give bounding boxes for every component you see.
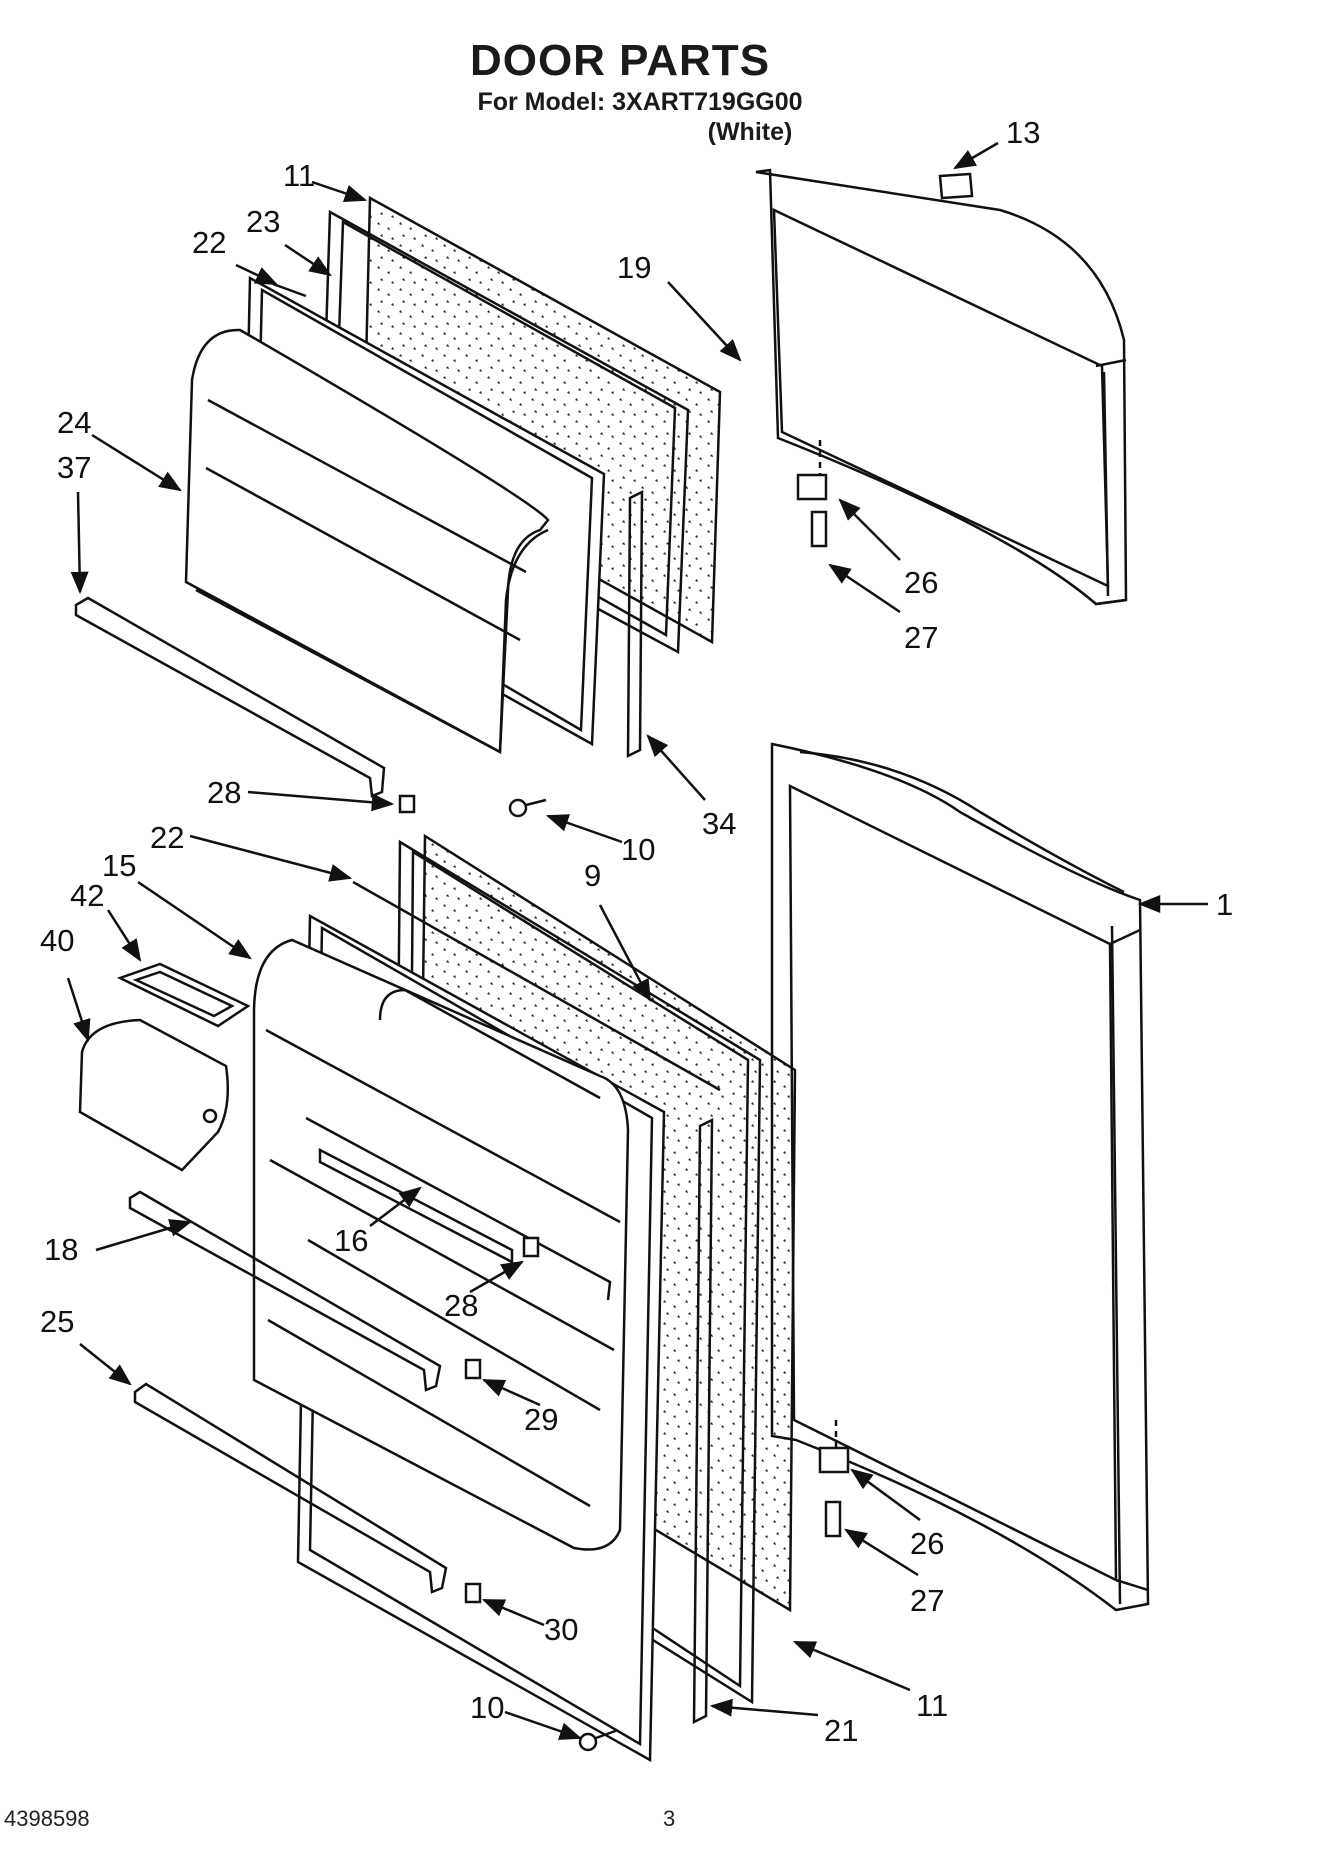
callout-22-top: 22	[192, 225, 227, 260]
clip-30	[464, 1582, 482, 1604]
callout-10-top: 10	[621, 832, 656, 867]
callout-11-bottom: 11	[916, 1688, 949, 1723]
callout-9: 9	[584, 858, 602, 893]
fresh-door-shelving	[252, 938, 630, 1551]
callout-23: 23	[246, 204, 281, 239]
fresh-food-door-assembly	[78, 833, 797, 1763]
document-number: 4398598	[4, 1806, 90, 1831]
callout-1: 1	[1216, 887, 1234, 922]
freezer-breaker-strip	[626, 489, 644, 759]
color-variant: (White)	[707, 118, 793, 146]
freezer-outer-door	[755, 168, 1128, 606]
page-number: 3	[663, 1806, 676, 1831]
callout-34: 34	[702, 806, 737, 841]
callout-26-top: 26	[904, 565, 939, 600]
trim-strip-25	[133, 1382, 448, 1594]
callout-27-top: 27	[904, 620, 939, 655]
callout-24: 24	[57, 405, 92, 440]
callout-28-top: 28	[207, 775, 242, 810]
callout-27-bottom: 27	[910, 1583, 945, 1618]
hinge-26-top	[796, 473, 828, 501]
clip-28-mid	[522, 1236, 540, 1258]
callout-10-bottom: 10	[470, 1690, 505, 1725]
model-line: For Model: 3XART719GG00	[477, 88, 803, 116]
tray-42	[116, 962, 251, 1028]
callout-26-bottom: 26	[910, 1526, 945, 1561]
clip-29	[464, 1358, 482, 1380]
breaker-strip-21	[692, 1117, 714, 1725]
callout-13: 13	[1006, 115, 1041, 150]
dairy-door-40	[78, 1018, 230, 1172]
freezer-door-assembly	[74, 195, 722, 818]
nameplate-13	[938, 172, 974, 200]
screw-27-bottom	[824, 1500, 842, 1538]
callout-15: 15	[102, 848, 137, 883]
freezer-shelf-bin	[184, 328, 550, 755]
callout-16: 16	[334, 1223, 369, 1258]
screw-27-top	[810, 510, 828, 548]
callout-40: 40	[40, 923, 75, 958]
callout-30: 30	[544, 1612, 579, 1647]
hinge-26-bottom	[818, 1446, 850, 1474]
callout-25: 25	[40, 1304, 75, 1339]
callout-37: 37	[57, 450, 92, 485]
callout-11-top: 11	[283, 158, 316, 193]
callout-42: 42	[70, 878, 105, 913]
leader-lines	[66, 141, 1208, 1740]
callout-18: 18	[44, 1232, 79, 1267]
fresh-food-outer-door	[770, 742, 1150, 1612]
callout-28-mid: 28	[444, 1288, 479, 1323]
screw-10-bottom	[578, 1732, 598, 1752]
clip-28-top	[398, 794, 416, 814]
callout-21: 21	[824, 1713, 859, 1748]
callout-19: 19	[617, 250, 652, 285]
callout-29: 29	[524, 1402, 559, 1437]
diagram-title: DOOR PARTS	[469, 36, 771, 85]
screw-10-top	[508, 798, 528, 818]
callout-22-mid: 22	[150, 820, 185, 855]
